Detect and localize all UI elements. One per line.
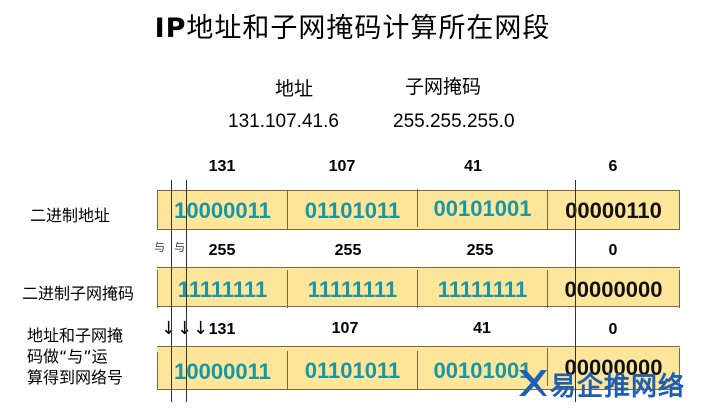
mask-header: 子网掩码 — [405, 76, 482, 98]
net-bin-octet: 10000011 — [157, 352, 287, 390]
bit-guide-line — [171, 180, 172, 402]
page-title: IP地址和子网掩码计算所在网段 — [154, 13, 551, 44]
addr-dec-octet: 107 — [328, 158, 356, 175]
network-number-label: 地址和子网掩 码做“与”运 算得到网络号 — [27, 326, 124, 387]
mask-dec-octet: 255 — [466, 242, 494, 259]
mask-bin-octet: 00000000 — [547, 270, 680, 308]
binary-address-band — [157, 190, 680, 230]
net-dec-octet: 131 — [208, 321, 236, 338]
addr-dec-octet: 41 — [464, 158, 482, 175]
addr-bin-octet: 00101001 — [417, 189, 547, 227]
net-bin-octet: 00101001 — [417, 351, 547, 389]
address-header: 地址 — [275, 78, 314, 100]
mask-value: 255.255.255.0 — [393, 111, 515, 132]
addr-bin-octet: 10000011 — [157, 191, 287, 229]
mask-bin-octet: 11111111 — [157, 270, 287, 308]
bit-guide-line — [186, 180, 187, 402]
addr-dec-octet: 6 — [608, 158, 618, 175]
mask-bin-octet: 11111111 — [287, 270, 417, 308]
down-arrow-icon: ↓ — [193, 318, 209, 339]
mask-dec-octet: 255 — [334, 242, 362, 259]
down-arrow-icon: ↓ — [177, 318, 193, 339]
mask-dec-octet: 255 — [208, 242, 236, 259]
mask-bin-octet: 11111111 — [417, 270, 547, 308]
binary-mask-label: 二进制子网掩码 — [22, 284, 135, 303]
net-bin-octet: 01101011 — [287, 351, 417, 389]
binary-mask-band — [157, 267, 680, 307]
and-marker: 与 — [154, 241, 165, 254]
net-dec-octet: 0 — [608, 321, 618, 338]
net-dec-octet: 107 — [331, 320, 359, 337]
binary-address-label: 二进制地址 — [30, 206, 111, 225]
and-marker: 与 — [174, 241, 185, 254]
net-dec-octet: 41 — [473, 320, 491, 337]
mask-dec-octet: 0 — [608, 242, 618, 259]
watermark-text: 易企推网络 — [550, 372, 686, 402]
network-number-band — [157, 346, 680, 390]
down-arrow-icon: ↓ — [161, 318, 177, 339]
addr-bin-octet: 01101011 — [287, 191, 417, 229]
watermark-x-icon — [519, 370, 547, 396]
watermark-logo — [515, 366, 549, 404]
address-value: 131.107.41.6 — [228, 111, 339, 132]
octet-guide-line — [575, 180, 576, 402]
net-bin-octet: 00000000 — [547, 348, 680, 386]
addr-bin-octet: 00000110 — [547, 191, 680, 229]
addr-dec-octet: 131 — [208, 158, 236, 175]
